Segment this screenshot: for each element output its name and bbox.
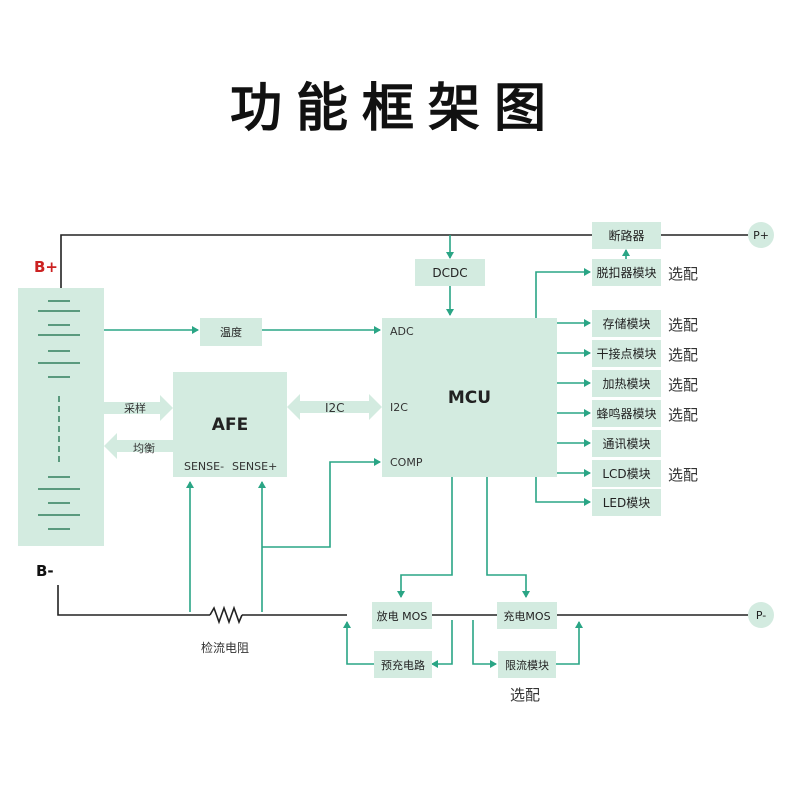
temp-block: 温度 bbox=[200, 318, 262, 346]
b-plus-label: B+ bbox=[34, 258, 59, 276]
page-title: 功能框架图 bbox=[229, 79, 560, 139]
i2c-pin: I2C bbox=[390, 401, 408, 414]
comp-pin: COMP bbox=[390, 456, 423, 469]
afe-block: AFE bbox=[173, 372, 287, 477]
storage-module: 存储模块 bbox=[592, 310, 661, 337]
shunt-resistor bbox=[209, 605, 243, 625]
dry-contact-module: 干接点模块 bbox=[592, 340, 661, 367]
heating-module: 加热模块 bbox=[592, 370, 661, 397]
optional-trip: 选配 bbox=[668, 265, 699, 283]
precharge-block: 预充电路 bbox=[374, 651, 432, 678]
afe-label: AFE bbox=[211, 414, 249, 435]
shunt-label: 检流电阻 bbox=[201, 641, 250, 655]
b-minus-label: B- bbox=[36, 562, 54, 580]
mcu-block: MCU bbox=[382, 318, 557, 477]
p-minus-terminal: P- bbox=[748, 602, 774, 628]
block-arrows bbox=[104, 394, 382, 459]
power-wires bbox=[57, 234, 748, 625]
optional-storage: 选配 bbox=[668, 316, 699, 334]
balance-label: 均衡 bbox=[133, 442, 155, 455]
optional-heating: 选配 bbox=[668, 376, 699, 394]
dcdc-block: DCDC bbox=[415, 259, 485, 286]
sampling-label: 采样 bbox=[124, 402, 146, 415]
optional-lcd: 选配 bbox=[668, 466, 699, 484]
trip-module: 脱扣器模块 bbox=[592, 259, 661, 286]
sense-minus-pin: SENSE- bbox=[184, 460, 225, 473]
buzzer-module: 蜂鸣器模块 bbox=[592, 400, 661, 427]
charge-mos-block: 充电MOS bbox=[497, 602, 557, 629]
adc-pin: ADC bbox=[390, 325, 414, 338]
optional-current-limit: 选配 bbox=[510, 686, 541, 704]
discharge-mos-block: 放电 MOS bbox=[372, 602, 432, 629]
breaker-block: 断路器 bbox=[592, 222, 661, 249]
optional-buzzer: 选配 bbox=[668, 406, 699, 424]
lcd-module: LCD模块 bbox=[592, 460, 661, 487]
led-module: LED模块 bbox=[592, 489, 661, 516]
p-plus-terminal: P+ bbox=[748, 222, 774, 248]
sense-plus-pin: SENSE+ bbox=[232, 460, 278, 473]
comm-module: 通讯模块 bbox=[592, 430, 661, 457]
signal-wires bbox=[104, 235, 630, 668]
i2c-bus-label: I2C bbox=[325, 401, 345, 415]
current-limit-block: 限流模块 bbox=[498, 651, 556, 678]
optional-dry-contact: 选配 bbox=[668, 346, 699, 364]
mcu-label: MCU bbox=[447, 387, 492, 408]
battery-pack bbox=[18, 288, 104, 546]
